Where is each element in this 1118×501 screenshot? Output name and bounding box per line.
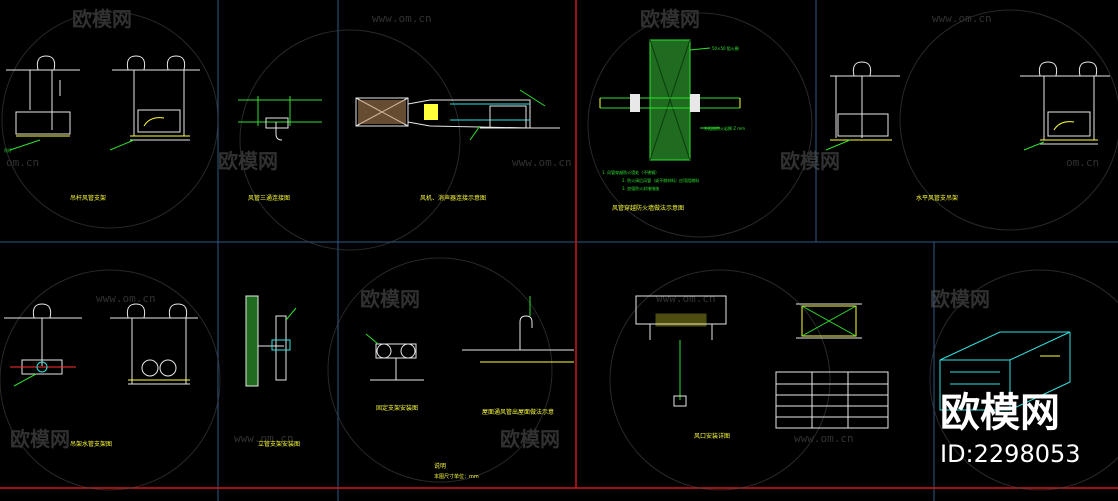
svg-text:风管三通连接图: 风管三通连接图: [248, 194, 290, 202]
detail-ceiling-diffuser: 风口安装详图: [635, 295, 730, 440]
notes-line-2: 2. 防火阀后风管（或不燃材料）应用阻燃料: [622, 177, 699, 183]
detail-wall-penetration: 50×50 阻火圈 外阻燃防火岩棉 Z mm 1. 风管穿越防火墙处（不锈钢） …: [599, 39, 745, 212]
watermark-id-block: 欧模网 ID:2298053: [940, 390, 1081, 468]
bottom-note: 本图尺寸单位：mm: [434, 473, 479, 480]
watermark-url: om.cn: [1066, 156, 1099, 169]
watermark-url: www.om.cn: [512, 156, 572, 169]
svg-text:风机、消声器连接示意图: 风机、消声器连接示意图: [420, 194, 486, 202]
detail-pump-base: 固定支架安装图: [365, 333, 424, 412]
svg-text:固定支架安装图: 固定支架安装图: [376, 404, 418, 412]
svg-text:风口安装详图: 风口安装详图: [694, 432, 730, 440]
watermark-brand: 欧模网: [500, 427, 560, 451]
wall-note-2: 外阻燃防火岩棉 Z mm: [704, 125, 745, 131]
watermark-url: www.om.cn: [372, 12, 432, 25]
watermark-id: ID:2298053: [940, 440, 1081, 468]
svg-text:风管穿越防火墙做法示意图: 风管穿越防火墙做法示意图: [612, 204, 684, 212]
watermark-layer: 欧模网 欧模网 欧模网 欧模网 欧模网 欧模网 欧模网 欧模网 www.om.c…: [0, 7, 1118, 491]
watermark-brand: 欧模网: [218, 149, 278, 173]
watermark-url: om.cn: [6, 156, 39, 169]
watermark-url: www.om.cn: [794, 432, 854, 445]
detail-duct-support-1: 吊杆 吊杆风管支架: [4, 55, 200, 202]
watermark-brand: 欧模网: [72, 7, 132, 31]
note-heading: 说明: [434, 462, 446, 470]
notes-line-1: 1. 风管穿越防火墙处（不锈钢）: [602, 169, 659, 175]
detail-vertical-pipe: 立管支架安装图: [245, 295, 300, 448]
svg-text:吊杆: 吊杆: [4, 147, 12, 153]
svg-text:屋面通风管出屋面做法示意: 屋面通风管出屋面做法示意: [482, 408, 554, 416]
watermark-url: www.om.cn: [656, 292, 716, 305]
svg-text:立管支架安装图: 立管支架安装图: [258, 440, 300, 448]
notes-line-3: 3. 加强防火封堵措施: [622, 185, 659, 191]
detail-pipe-support: 吊架水管支架图: [4, 303, 198, 448]
watermark-url: www.om.cn: [96, 292, 156, 305]
svg-text:吊架水管支架图: 吊架水管支架图: [70, 440, 112, 448]
watermark-url: www.om.cn: [234, 432, 294, 445]
watermark-brand: 欧模网: [930, 287, 990, 311]
watermark-brand-large: 欧模网: [940, 390, 1060, 436]
watermark-url: www.om.cn: [932, 12, 992, 25]
detail-duct-support-2: 水平风管支吊架: [825, 61, 1110, 202]
detail-duct-3d: [939, 331, 1071, 411]
detail-damper-table: [775, 303, 889, 429]
watermark-brand: 欧模网: [780, 149, 840, 173]
watermark-brand: 欧模网: [640, 7, 700, 31]
detail-duct-elbow: 风管三通连接图: [238, 96, 322, 202]
svg-text:吊杆风管支架: 吊杆风管支架: [70, 194, 106, 202]
wall-note: 50×50 阻火圈: [712, 45, 739, 51]
detail-roof-vent: 屋面通风管出屋面做法示意 说明 本图尺寸单位：mm: [434, 296, 574, 480]
svg-text:水平风管支吊架: 水平风管支吊架: [916, 194, 958, 202]
detail-fan-connection: 风机、消声器连接示意图: [355, 89, 560, 202]
watermark-brand: 欧模网: [360, 287, 420, 311]
watermark-brand: 欧模网: [10, 427, 70, 451]
